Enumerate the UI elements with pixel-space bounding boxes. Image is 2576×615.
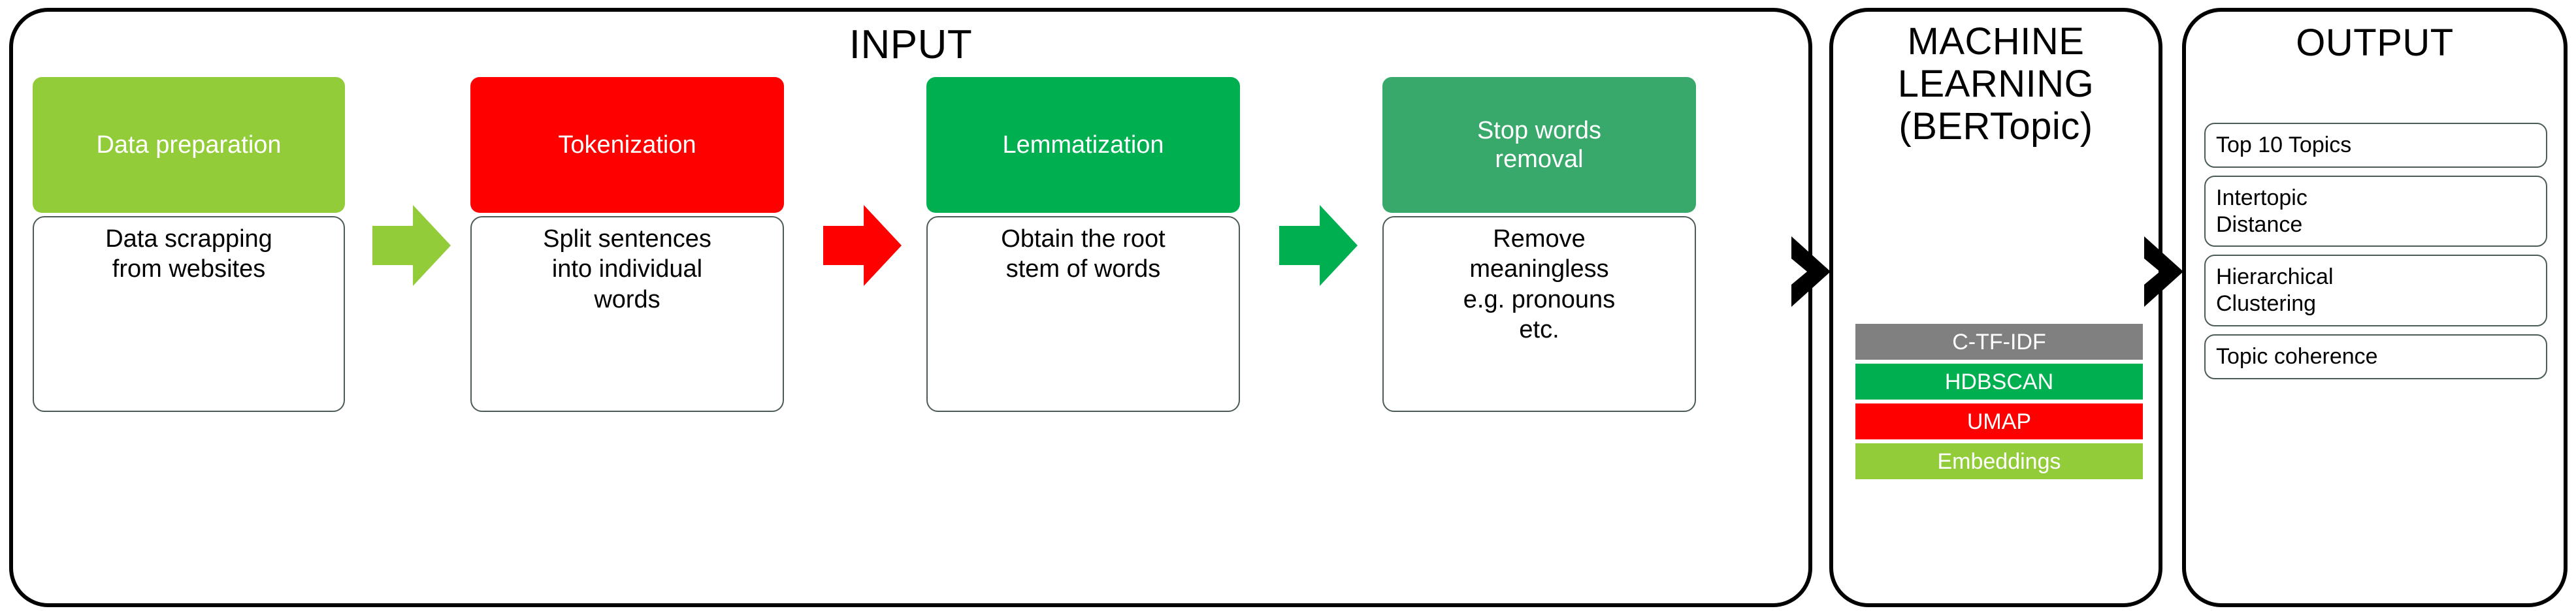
output-item-hierarchical-clustering[interactable]: Hierarchical Clustering: [2204, 255, 2547, 326]
arrow-right-icon: [372, 202, 451, 289]
output-item-intertopic-distance[interactable]: Intertopic Distance: [2204, 175, 2547, 247]
machine-learning-panel-title: MACHINE LEARNING (BERTopic): [1897, 20, 2095, 148]
output-item-top-10-topics[interactable]: Top 10 Topics: [2204, 123, 2547, 168]
machine-learning-algorithm-stack: C-TF-IDF HDBSCAN UMAP Embeddings: [1855, 324, 2143, 483]
chevron-right-icon: [2144, 235, 2183, 308]
output-panel-title: OUTPUT: [2296, 22, 2454, 64]
ml-stack-item-hdbscan[interactable]: HDBSCAN: [1855, 364, 2143, 400]
output-panel: OUTPUT Top 10 Topics Intertopic Distance…: [2182, 8, 2568, 607]
ml-stack-item-c-tf-idf[interactable]: C-TF-IDF: [1855, 324, 2143, 360]
stage-description-data-preparation: Data scrapping from websites: [33, 216, 345, 412]
stage-stop-words-removal: Stop words removal Remove meaningless e.…: [1382, 77, 1696, 412]
output-item-list: Top 10 Topics Intertopic Distance Hierar…: [2204, 123, 2547, 387]
stage-description-tokenization: Split sentences into individual words: [470, 216, 784, 412]
stage-box-lemmatization[interactable]: Lemmatization: [926, 77, 1240, 213]
stage-description-lemmatization: Obtain the root stem of words: [926, 216, 1240, 412]
stage-description-stop-words-removal: Remove meaningless e.g. pronouns etc.: [1382, 216, 1696, 412]
arrow-right-icon: [823, 202, 902, 289]
arrow-right-icon: [1279, 202, 1358, 289]
input-panel-title: INPUT: [849, 22, 973, 67]
ml-stack-item-umap[interactable]: UMAP: [1855, 403, 2143, 439]
output-item-topic-coherence[interactable]: Topic coherence: [2204, 334, 2547, 379]
stage-box-tokenization[interactable]: Tokenization: [470, 77, 784, 213]
stage-tokenization: Tokenization Split sentences into indivi…: [470, 77, 784, 412]
stage-lemmatization: Lemmatization Obtain the root stem of wo…: [926, 77, 1240, 412]
stage-box-stop-words-removal[interactable]: Stop words removal: [1382, 77, 1696, 213]
ml-stack-item-embeddings[interactable]: Embeddings: [1855, 443, 2143, 479]
machine-learning-panel: MACHINE LEARNING (BERTopic) C-TF-IDF HDB…: [1829, 8, 2162, 607]
input-panel: INPUT Data preparation Data scrapping fr…: [9, 8, 1812, 607]
chevron-right-icon: [1791, 235, 1831, 308]
stage-box-data-preparation[interactable]: Data preparation: [33, 77, 345, 213]
stage-data-preparation: Data preparation Data scrapping from web…: [33, 77, 345, 412]
